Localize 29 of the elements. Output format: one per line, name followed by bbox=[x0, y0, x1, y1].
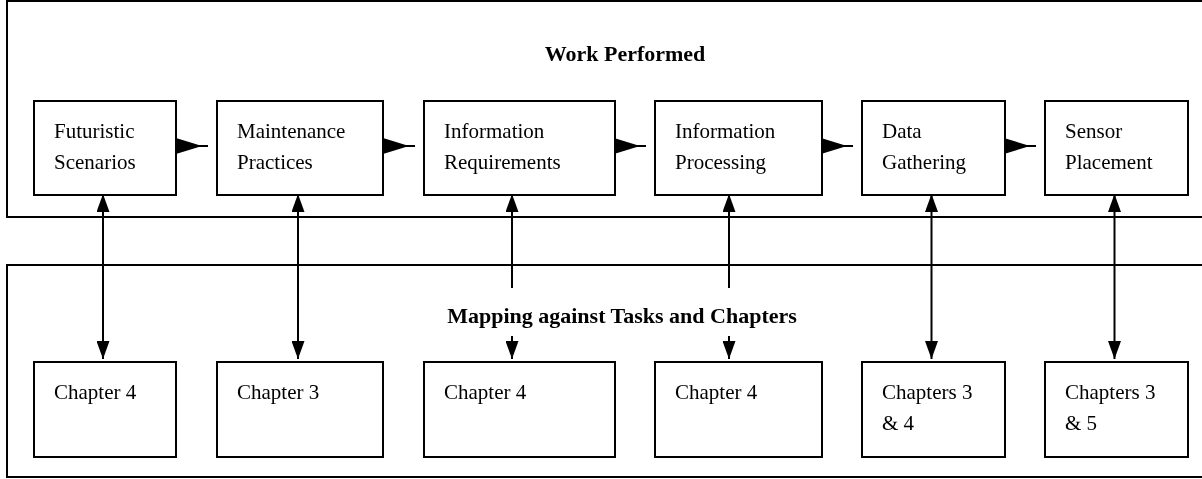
process-box: Futuristic Scenarios bbox=[33, 100, 177, 196]
process-box: Chapter 4 bbox=[423, 361, 616, 458]
arrow bbox=[291, 193, 305, 360]
arrow bbox=[176, 138, 209, 154]
process-box: Information Processing bbox=[654, 100, 823, 196]
process-box: Chapters 3 & 5 bbox=[1044, 361, 1189, 458]
process-box: Chapters 3 & 4 bbox=[861, 361, 1006, 458]
process-box: Data Gathering bbox=[861, 100, 1006, 196]
process-box: Information Requirements bbox=[423, 100, 616, 196]
arrow bbox=[614, 138, 647, 154]
process-box: Chapter 4 bbox=[654, 361, 823, 458]
arrow bbox=[505, 193, 519, 289]
group-panel bbox=[6, 264, 1202, 478]
arrow bbox=[96, 193, 110, 360]
arrow bbox=[821, 138, 854, 154]
arrow bbox=[722, 335, 736, 360]
process-box: Maintenance Practices bbox=[216, 100, 384, 196]
process-box: Chapter 4 bbox=[33, 361, 177, 458]
arrow bbox=[383, 138, 416, 154]
process-box: Sensor Placement bbox=[1044, 100, 1189, 196]
panel-title: Mapping against Tasks and Chapters bbox=[447, 303, 797, 329]
arrow bbox=[1108, 193, 1121, 360]
arrow bbox=[925, 193, 938, 360]
group-panel bbox=[6, 0, 1202, 218]
process-box: Chapter 3 bbox=[216, 361, 384, 458]
arrow bbox=[505, 335, 519, 360]
panel-title: Work Performed bbox=[544, 41, 706, 67]
arrow bbox=[722, 193, 736, 289]
arrow bbox=[1004, 138, 1037, 154]
